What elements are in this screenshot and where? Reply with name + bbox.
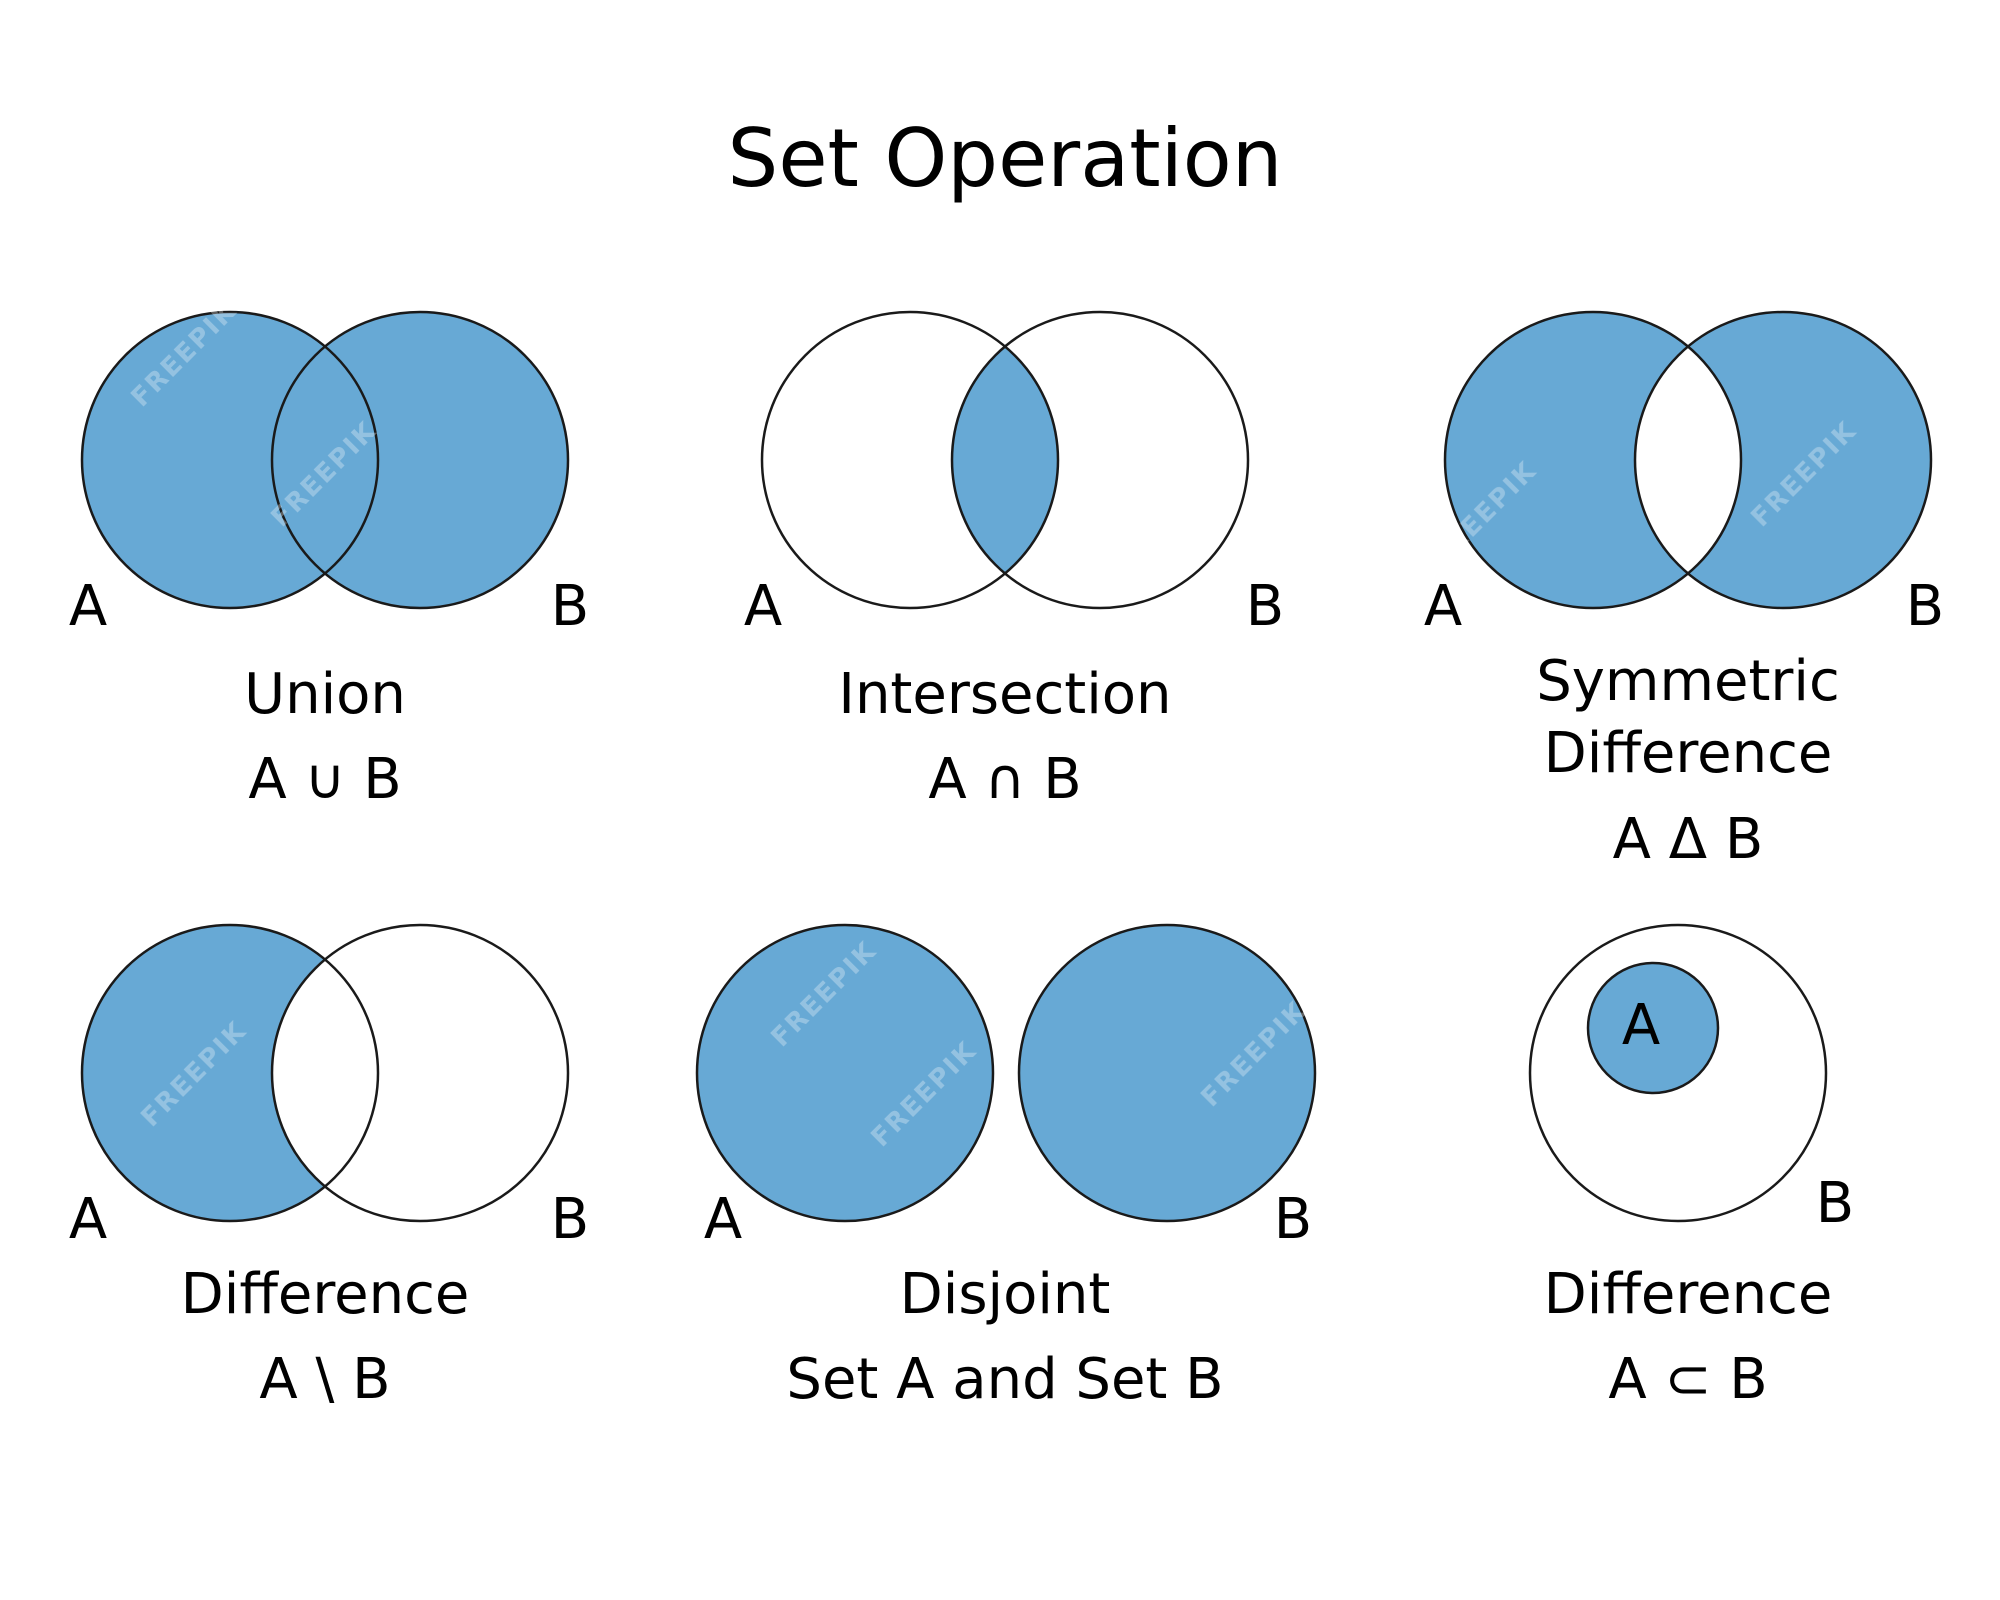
subset-caption: Difference bbox=[1544, 1262, 1833, 1327]
difference-caption: Difference bbox=[181, 1262, 470, 1327]
symmetric-difference-notation: A Δ B bbox=[1613, 807, 1764, 872]
symmetric-difference-caption-line2: Difference bbox=[1544, 721, 1833, 786]
difference-venn bbox=[80, 923, 570, 1223]
disjoint-venn bbox=[695, 923, 1317, 1223]
disjoint-set-a-circle bbox=[695, 923, 995, 1223]
disjoint-set-b-label: B bbox=[1274, 1187, 1312, 1252]
intersection-set-a-label: A bbox=[744, 574, 782, 639]
disjoint-set-b-circle bbox=[1017, 923, 1317, 1223]
disjoint-panel: A B Disjoint Set A and Set B bbox=[695, 923, 1317, 1412]
intersection-caption: Intersection bbox=[838, 662, 1171, 727]
intersection-set-a-circle bbox=[760, 310, 1060, 610]
subset-set-a-label: A bbox=[1622, 993, 1660, 1058]
symmetric-difference-overlap-cutout bbox=[1635, 312, 1741, 608]
intersection-set-b-circle bbox=[950, 310, 1250, 610]
subset-set-b-label: B bbox=[1816, 1171, 1854, 1236]
union-set-a-label: A bbox=[69, 574, 107, 639]
symmetric-difference-panel: A B Symmetric Difference A Δ B bbox=[1424, 310, 1944, 872]
union-set-b-circle bbox=[270, 310, 570, 610]
union-set-b-fill bbox=[272, 312, 568, 608]
intersection-notation: A ∩ B bbox=[928, 747, 1081, 812]
intersection-set-b-label: B bbox=[1246, 574, 1284, 639]
subset-set-b-circle bbox=[1528, 923, 1828, 1223]
disjoint-notation: Set A and Set B bbox=[786, 1347, 1223, 1412]
intersection-overlap-fill bbox=[952, 312, 1058, 608]
union-notation: A ∪ B bbox=[248, 747, 401, 812]
difference-set-a-label: A bbox=[69, 1187, 107, 1252]
difference-set-b-label: B bbox=[551, 1187, 589, 1252]
disjoint-caption: Disjoint bbox=[900, 1262, 1111, 1327]
union-caption: Union bbox=[244, 662, 406, 727]
symmetric-difference-caption-line1: Symmetric bbox=[1536, 649, 1840, 714]
intersection-venn bbox=[760, 310, 1250, 610]
subset-notation: A ⊂ B bbox=[1608, 1347, 1767, 1412]
symmetric-difference-set-b-circle bbox=[1633, 310, 1933, 610]
union-set-a-circle bbox=[80, 310, 380, 610]
subset-venn bbox=[1528, 923, 1828, 1223]
difference-overlap-cutout bbox=[272, 925, 378, 1221]
difference-notation: A \ B bbox=[259, 1347, 390, 1412]
symmetric-difference-venn bbox=[1443, 310, 1933, 610]
intersection-panel: A B Intersection A ∩ B bbox=[744, 310, 1284, 812]
difference-set-a-circle bbox=[80, 923, 380, 1223]
difference-panel: A B Difference A \ B bbox=[69, 923, 589, 1412]
page-title: Set Operation bbox=[728, 112, 1283, 205]
disjoint-set-a-label: A bbox=[704, 1187, 742, 1252]
symmetric-difference-set-b-label: B bbox=[1906, 574, 1944, 639]
symmetric-difference-set-a-label: A bbox=[1424, 574, 1462, 639]
difference-set-b-circle bbox=[270, 923, 570, 1223]
subset-set-a-circle bbox=[1586, 961, 1720, 1095]
symmetric-difference-set-a-circle bbox=[1443, 310, 1743, 610]
union-venn bbox=[80, 310, 570, 610]
subset-panel: A B Difference A ⊂ B bbox=[1528, 923, 1854, 1412]
union-set-b-label: B bbox=[551, 574, 589, 639]
union-panel: A B Union A ∪ B bbox=[69, 310, 589, 812]
